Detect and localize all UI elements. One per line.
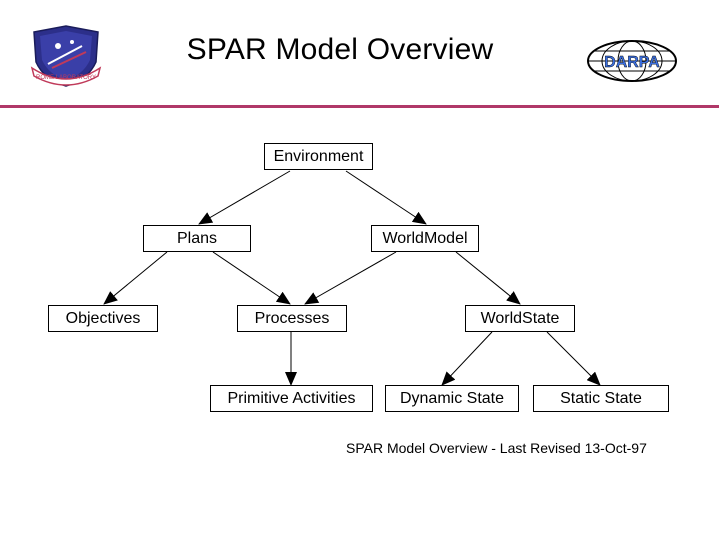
node-worldmodel: WorldModel — [371, 225, 479, 252]
node-objectives: Objectives — [48, 305, 158, 332]
edge-plans-objectives — [103, 251, 168, 305]
edge-plans-processes — [212, 251, 291, 305]
darpa-logo-text: DARPA — [604, 54, 660, 71]
afrl-logo-text: ROME LABORATORY — [36, 75, 96, 81]
node-primitive-activities: Primitive Activities — [210, 385, 373, 412]
edge-worldstate-dynamic-state — [441, 331, 493, 386]
node-processes: Processes — [237, 305, 347, 332]
node-worldstate: WorldState — [465, 305, 575, 332]
page-title: SPAR Model Overview — [186, 33, 494, 66]
edge-environment-worldmodel — [345, 170, 427, 225]
edge-environment-plans — [198, 170, 291, 225]
footer-revision-note: SPAR Model Overview - Last Revised 13-Oc… — [346, 440, 647, 456]
node-plans: Plans — [143, 225, 251, 252]
afrl-shield-logo: ROME LABORATORY — [30, 25, 102, 87]
edge-worldmodel-processes — [304, 251, 397, 305]
darpa-globe-logo: DARPA — [587, 40, 677, 82]
edge-worldmodel-worldstate — [455, 251, 521, 305]
node-environment: Environment — [264, 143, 373, 170]
edge-worldstate-static-state — [546, 331, 601, 386]
node-static-state: Static State — [533, 385, 669, 412]
node-dynamic-state: Dynamic State — [385, 385, 519, 412]
header-divider — [0, 105, 719, 108]
